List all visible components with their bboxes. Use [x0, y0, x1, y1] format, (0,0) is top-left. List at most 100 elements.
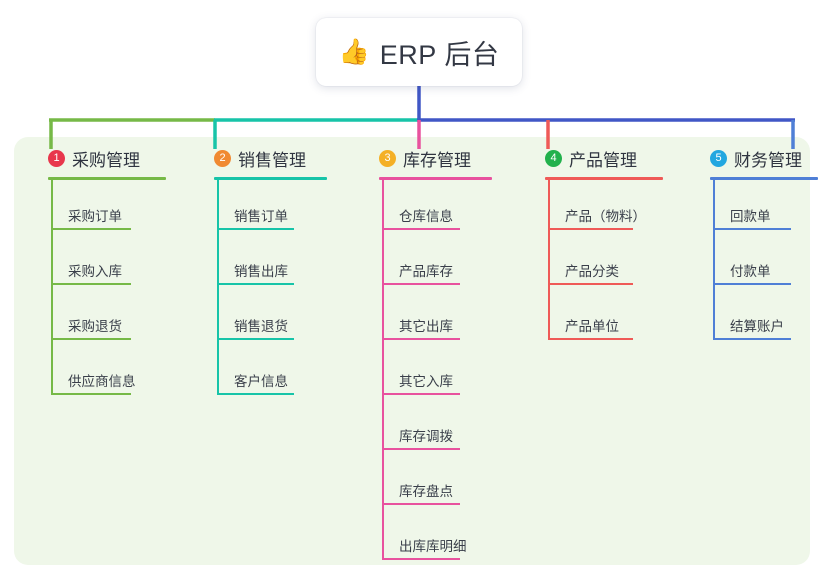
branch-item[interactable]: 其它入库 [361, 345, 509, 400]
branch-item-underline [217, 283, 294, 285]
branch-item[interactable]: 采购退货 [30, 290, 178, 345]
branch-item-label: 产品（物料） [565, 209, 646, 224]
branch-title: 销售管理 [238, 150, 306, 170]
branch-item-label: 结算账户 [730, 319, 784, 334]
branch-title: 财务管理 [734, 150, 802, 170]
branch-item[interactable]: 结算账户 [692, 290, 832, 345]
branch-item-label: 销售出库 [234, 264, 288, 279]
branch-item-underline [382, 283, 460, 285]
branch-spine [217, 180, 219, 395]
branch-underline [545, 177, 663, 180]
branch-column-5: 5 财务管理回款单付款单结算账户 [692, 146, 832, 345]
branch-header-1[interactable]: 1 采购管理 [30, 146, 178, 170]
branch-item[interactable]: 销售退货 [196, 290, 344, 345]
branch-column-2: 2 销售管理销售订单销售出库销售退货客户信息 [196, 146, 344, 400]
branch-number-badge: 1 [48, 149, 65, 167]
branch-item-underline [217, 228, 294, 230]
branch-item[interactable]: 采购订单 [30, 180, 178, 235]
branch-item-underline [382, 393, 460, 395]
branch-item-label: 产品分类 [565, 264, 619, 279]
branch-item-label: 出库库明细 [399, 539, 467, 554]
branch-item-underline [548, 228, 633, 230]
branch-item-underline [382, 448, 460, 450]
branch-item[interactable]: 销售出库 [196, 235, 344, 290]
branch-item-label: 库存调拨 [399, 429, 453, 444]
branch-item[interactable]: 产品单位 [527, 290, 677, 345]
branch-item-label: 采购退货 [68, 319, 122, 334]
branch-item-underline [548, 338, 633, 340]
branch-number-badge: 5 [710, 149, 727, 167]
branch-item[interactable]: 产品分类 [527, 235, 677, 290]
branch-number-badge: 2 [214, 149, 231, 167]
branch-item-list: 仓库信息产品库存其它出库其它入库库存调拨库存盘点出库库明细 [361, 180, 509, 565]
branch-item-label: 供应商信息 [68, 374, 136, 389]
branch-item[interactable]: 回款单 [692, 180, 832, 235]
branch-item-underline [217, 393, 294, 395]
branch-number-badge: 4 [545, 149, 562, 167]
branch-item[interactable]: 出库库明细 [361, 510, 509, 565]
branch-item-underline [548, 283, 633, 285]
branch-item-underline [382, 558, 460, 560]
branch-item-underline [51, 393, 131, 395]
branch-header-3[interactable]: 3 库存管理 [361, 146, 509, 170]
branch-item-list: 销售订单销售出库销售退货客户信息 [196, 180, 344, 400]
branch-underline [214, 177, 327, 180]
branch-underline [48, 177, 166, 180]
branch-item-label: 其它入库 [399, 374, 453, 389]
branch-item-label: 销售退货 [234, 319, 288, 334]
branch-item[interactable]: 其它出库 [361, 290, 509, 345]
branch-item-label: 库存盘点 [399, 484, 453, 499]
branch-spine [713, 180, 715, 340]
branch-item-underline [51, 228, 131, 230]
branch-item-label: 仓库信息 [399, 209, 453, 224]
branch-item[interactable]: 付款单 [692, 235, 832, 290]
thumbs-up-icon: 👍 [338, 37, 370, 66]
branch-item-label: 产品单位 [565, 319, 619, 334]
branch-title: 采购管理 [72, 150, 140, 170]
branch-header-2[interactable]: 2 销售管理 [196, 146, 344, 170]
branch-item[interactable]: 库存盘点 [361, 455, 509, 510]
branch-item-underline [382, 228, 460, 230]
branch-item-label: 其它出库 [399, 319, 453, 334]
branch-item-label: 采购订单 [68, 209, 122, 224]
branch-item[interactable]: 供应商信息 [30, 345, 178, 400]
branch-item-underline [713, 283, 791, 285]
branch-item[interactable]: 库存调拨 [361, 400, 509, 455]
branch-underline [710, 177, 818, 180]
branch-item[interactable]: 客户信息 [196, 345, 344, 400]
branch-item[interactable]: 产品库存 [361, 235, 509, 290]
branch-spine [382, 180, 384, 560]
branch-item-underline [382, 503, 460, 505]
root-node-erp-backend[interactable]: 👍 ERP 后台 [316, 18, 522, 86]
branch-item[interactable]: 仓库信息 [361, 180, 509, 235]
branch-item[interactable]: 采购入库 [30, 235, 178, 290]
branch-spine [51, 180, 53, 395]
branch-number-badge: 3 [379, 149, 396, 167]
branch-title: 库存管理 [403, 150, 471, 170]
branch-item-underline [217, 338, 294, 340]
branch-item-label: 付款单 [730, 264, 771, 279]
branch-item-underline [51, 338, 131, 340]
branch-title: 产品管理 [569, 150, 637, 170]
branch-item-list: 回款单付款单结算账户 [692, 180, 832, 345]
branch-header-4[interactable]: 4 产品管理 [527, 146, 677, 170]
branch-item-label: 客户信息 [234, 374, 288, 389]
branch-item[interactable]: 产品（物料） [527, 180, 677, 235]
branch-item-label: 销售订单 [234, 209, 288, 224]
branch-item-label: 回款单 [730, 209, 771, 224]
branch-item-list: 采购订单采购入库采购退货供应商信息 [30, 180, 178, 400]
branch-item-underline [51, 283, 131, 285]
branch-column-1: 1 采购管理采购订单采购入库采购退货供应商信息 [30, 146, 178, 400]
branch-header-5[interactable]: 5 财务管理 [692, 146, 832, 170]
branch-spine [548, 180, 550, 340]
branch-column-4: 4 产品管理产品（物料） 产品分类产品单位 [527, 146, 677, 345]
branch-item-list: 产品（物料） 产品分类产品单位 [527, 180, 677, 345]
branch-item-label: 采购入库 [68, 264, 122, 279]
branch-item-underline [713, 228, 791, 230]
diagram-background-panel [14, 137, 810, 565]
branch-column-3: 3 库存管理仓库信息产品库存其它出库其它入库库存调拨库存盘点出库库明细 [361, 146, 509, 565]
branch-underline [379, 177, 492, 180]
root-node-title: ERP 后台 [379, 39, 500, 70]
branch-item[interactable]: 销售订单 [196, 180, 344, 235]
